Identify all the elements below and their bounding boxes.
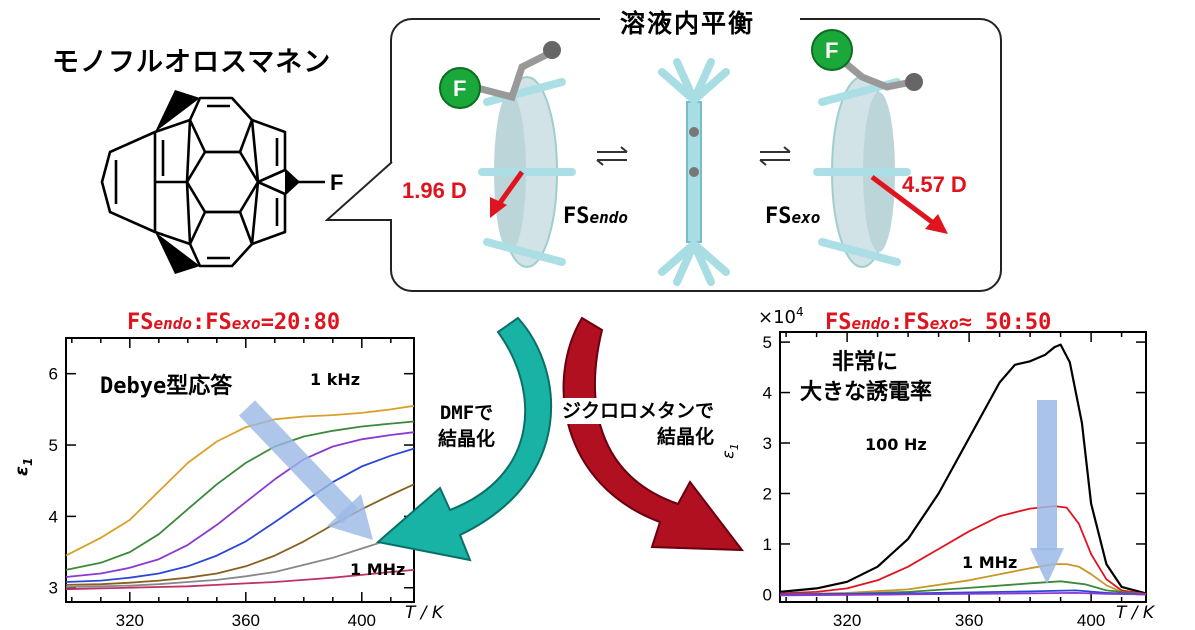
series-line-2 [65, 431, 415, 578]
series-line-1 [779, 505, 1147, 595]
fluorine-atom-exo-label: F [825, 38, 838, 63]
series-line-6 [65, 569, 415, 591]
y-tick-label: 5 [49, 436, 58, 455]
fluorine-atom-endo [439, 67, 481, 109]
right-trend-arrow [1030, 400, 1064, 584]
middle-planar-model [658, 58, 730, 286]
y-tick-label: 4 [763, 384, 772, 403]
x-tick-label: 400 [1077, 611, 1105, 630]
right-ratio-label: FSendo:FSexo≈ 50:50 [825, 310, 1052, 335]
y-tick-label: 5 [763, 333, 772, 352]
left-chart: 3 4 5 6 320 360 400 [49, 337, 415, 630]
y-tick-label: 4 [49, 507, 58, 526]
y-tick-label: 2 [763, 484, 772, 503]
right-arrow-text: ジクロロメタンで 結晶化 [562, 398, 715, 450]
compound-name: モノフルオロスマネン [52, 47, 332, 78]
left-ylabel: ε1 [11, 457, 35, 476]
y-tick-label: 1 [763, 535, 772, 554]
endo-bowl-model [478, 76, 576, 268]
equilibrium-illustration: F F 1.96 D 4.57 D [402, 29, 967, 286]
right-chart: 0 1 2 3 4 5 320 360 400 [763, 331, 1147, 630]
left-label-1khz: 1 kHz [310, 370, 361, 389]
exo-dipole-label: 4.57 D [902, 172, 967, 197]
crimson-arrow [562, 316, 745, 552]
exo-label: FSexo [765, 204, 821, 229]
y-tick-label: 3 [49, 579, 58, 598]
equilibrium-title: 溶液内平衡 [620, 9, 756, 38]
crystallization-arrows [375, 316, 745, 562]
left-trend-arrow [239, 400, 373, 540]
left-ratio-label: FSendo:FSexo=20:80 [127, 310, 341, 335]
left-note: Debye型応答 [100, 374, 233, 399]
endo-label: FSendo [563, 204, 629, 229]
sumanene-structure: F [100, 90, 343, 274]
x-tick-label: 400 [348, 611, 376, 630]
left-arrow-text: DMFで 結晶化 [438, 400, 496, 452]
teal-arrow [375, 316, 553, 562]
left-plot-frame [65, 337, 415, 603]
x-tick-label: 320 [116, 611, 144, 630]
fluorine-substituent-label: F [330, 170, 343, 195]
series-line-1 [65, 420, 415, 571]
right-note: 非常に 大きな誘電率 [800, 348, 933, 408]
series-line-5 [779, 592, 1147, 597]
left-xunit: T / K [405, 603, 444, 623]
speech-bubble-tail [325, 161, 395, 221]
equilibrium-title-bg [600, 4, 800, 34]
series-line-0 [779, 343, 1147, 595]
x-tick-label: 360 [955, 611, 983, 630]
series-line-3 [65, 447, 415, 583]
y-tick-label: 6 [49, 365, 58, 384]
left-label-1mhz: 1 MHz [350, 560, 406, 579]
y-tick-label: 0 [763, 585, 772, 604]
exo-bowl-model [813, 76, 911, 268]
right-scale-label: ×104 [758, 305, 804, 328]
endo-dipole-label: 1.96 D [402, 178, 467, 203]
fluorine-atom-exo [811, 29, 853, 71]
x-tick-label: 360 [232, 611, 260, 630]
right-plot-frame [779, 331, 1147, 603]
series-line-5 [65, 531, 415, 588]
right-label-100hz: 100 Hz [865, 435, 927, 454]
series-line-0 [65, 404, 415, 557]
right-label-1mhz: 1 MHz [962, 553, 1018, 572]
x-tick-label: 320 [833, 611, 861, 630]
fluorine-atom-endo-label: F [453, 76, 466, 101]
y-tick-label: 3 [763, 434, 772, 453]
right-ylabel: ε1 [718, 443, 741, 459]
right-xunit: T / K [1116, 603, 1155, 623]
